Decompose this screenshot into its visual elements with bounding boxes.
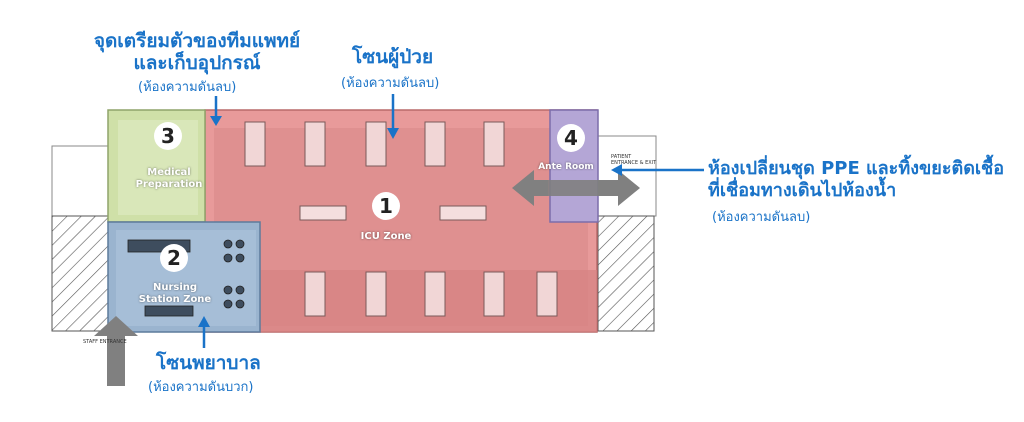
- bed: [365, 121, 387, 167]
- chair: [223, 285, 233, 295]
- zone-4-number: 4: [557, 124, 585, 152]
- patient-arrow-head: [387, 128, 399, 139]
- chair: [235, 253, 245, 263]
- bed: [424, 121, 446, 167]
- ante-callout-title: ห้องเปลี่ยนชุด PPE และทิ้งขยะติดเชื้อ ที…: [708, 158, 1004, 202]
- bed: [536, 271, 558, 317]
- beds-bottom-row: [304, 271, 558, 317]
- patient-callout-sub: (ห้องความดันลบ): [341, 76, 440, 91]
- staff-entrance-label: STAFF ENTRANCE: [83, 339, 127, 345]
- beds-top-row: [244, 121, 505, 167]
- icu-zone-label: ICU Zone: [360, 231, 412, 242]
- chair: [223, 253, 233, 263]
- ante-callout-sub: (ห้องความดันลบ): [712, 210, 811, 225]
- medical-zone-label-line2: Preparation: [135, 179, 203, 190]
- right-hatched-area: [597, 215, 655, 332]
- patient-entrance-label-line2: ENTRANCE & EXIT: [611, 160, 657, 166]
- ante-callout-line1: ห้องเปลี่ยนชุด PPE และทิ้งขยะติดเชื้อ: [708, 158, 1005, 179]
- patient-entrance-label: PATIENT ENTRANCE & EXIT: [611, 154, 656, 166]
- medical-zone-label: Medical Preparation: [128, 167, 210, 191]
- zone-3-number: 3: [154, 122, 182, 150]
- bed: [483, 271, 505, 317]
- nursing-zone-label-line1: Nursing: [152, 282, 198, 293]
- medical-callout-line1: จุดเตรียมตัวของทีมแพทย์: [93, 30, 301, 52]
- chair: [235, 299, 245, 309]
- ante-room-label: Ante Room: [538, 162, 594, 172]
- bed: [424, 271, 446, 317]
- staff-entrance-arrow-shaft: [107, 336, 125, 386]
- zone-2-number: 2: [160, 244, 188, 272]
- icu-lower-band: [205, 270, 597, 332]
- right-outer-wall: [597, 135, 657, 217]
- bed: [483, 121, 505, 167]
- chair: [235, 239, 245, 249]
- ante-arrow-head: [611, 164, 622, 176]
- nursing-zone-label: Nursing Station Zone: [133, 282, 217, 306]
- ante-callout-line2: ที่เชื่อมทางเดินไปห้องน้ำ: [708, 180, 897, 201]
- zone-1-number: 1: [372, 192, 400, 220]
- ante-arrow-shaft: [548, 180, 598, 196]
- medical-callout-title: จุดเตรียมตัวของทีมแพทย์ และเก็บอุปกรณ์: [92, 30, 302, 74]
- desk: [299, 205, 347, 221]
- bed: [304, 271, 326, 317]
- medical-arrow-head: [210, 116, 222, 126]
- chair: [235, 285, 245, 295]
- chair: [223, 299, 233, 309]
- nursing-callout-title: โซนพยาบาล: [156, 352, 261, 374]
- bed: [304, 121, 326, 167]
- medical-zone-label-line1: Medical: [147, 167, 191, 178]
- bed: [244, 121, 266, 167]
- desk: [439, 205, 487, 221]
- bed: [365, 271, 387, 317]
- nursing-desk: [144, 305, 194, 317]
- nursing-zone-label-line2: Station Zone: [138, 294, 212, 305]
- patient-callout-title: โซนผู้ป่วย: [352, 46, 434, 68]
- ante-arrow-left: [512, 170, 548, 206]
- nursing-callout-sub: (ห้องความดันบวก): [148, 380, 254, 395]
- nursing-arrow-head: [198, 316, 210, 327]
- callout-arrows: [198, 94, 704, 348]
- icu-desks: [299, 205, 487, 221]
- left-outer-wall: [51, 145, 110, 217]
- medical-callout-line2: และเก็บอุปกรณ์: [133, 52, 261, 74]
- chair: [223, 239, 233, 249]
- patient-entrance-label-line1: PATIENT: [611, 154, 632, 160]
- medical-callout-sub: (ห้องความดันลบ): [138, 80, 237, 95]
- ante-arrow-right: [598, 170, 640, 206]
- left-hatched-area: [51, 215, 109, 332]
